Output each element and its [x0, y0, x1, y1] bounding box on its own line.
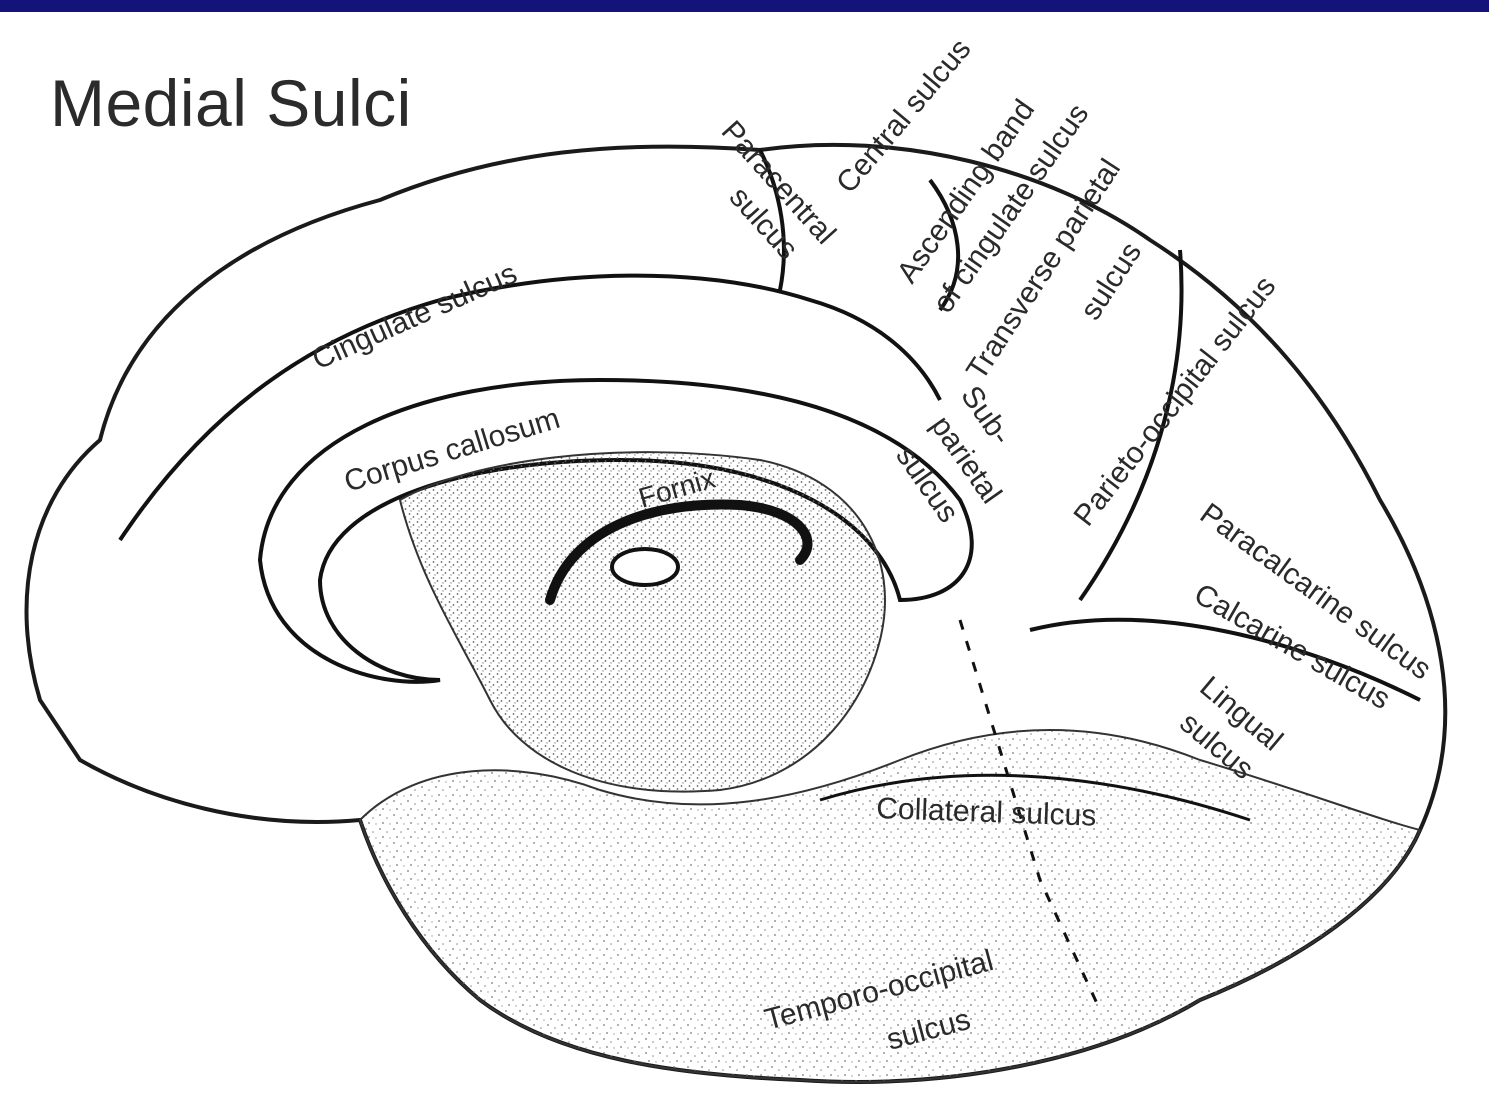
thalamic-oval: [612, 549, 678, 585]
